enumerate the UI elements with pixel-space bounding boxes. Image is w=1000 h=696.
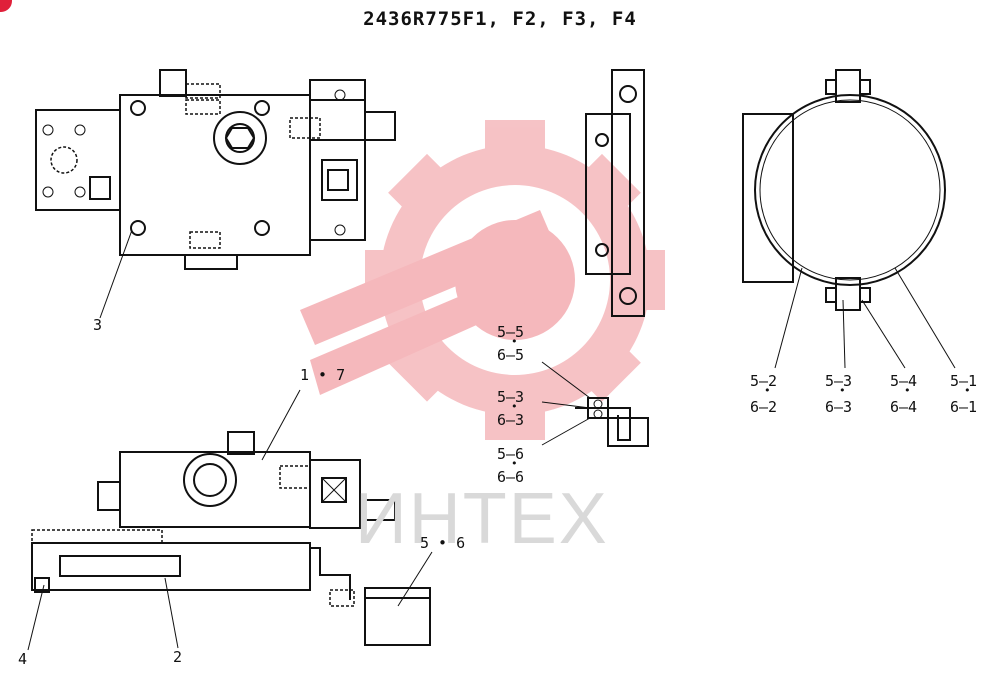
leader-5-6-mid — [541, 417, 591, 446]
leader-1-7 — [261, 389, 301, 461]
callout-5-4: 5—4 — [890, 372, 918, 390]
callout-5-5: 5—5 — [497, 323, 525, 341]
leader-2 — [164, 577, 179, 649]
callout-6-3-mid: 6—3 — [497, 411, 525, 429]
callout-6-5: 6—5 — [497, 346, 525, 364]
strap-bracket-view — [585, 69, 645, 317]
callout-5-1: 5—1 — [950, 372, 978, 390]
watermark-stripes — [300, 210, 555, 395]
callout-6-1: 6—1 — [950, 398, 978, 416]
leader-5-1 — [894, 267, 956, 369]
callout-dot: • — [511, 457, 518, 470]
valve-block-side-view — [31, 431, 431, 646]
leader-5-3-mid — [541, 401, 591, 409]
diagram-title: 2436R775F1, F2, F3, F4 — [363, 8, 637, 30]
callout-6-3-right: 6—3 — [825, 398, 853, 416]
leader-4 — [27, 584, 45, 651]
callout-dot: • — [904, 384, 911, 397]
callout-6-4: 6—4 — [890, 398, 918, 416]
callout-5-6: 5—6 — [497, 445, 525, 463]
callout-5-2: 5—2 — [750, 372, 778, 390]
callout-3: 3 — [93, 316, 103, 334]
callout-6-6: 6—6 — [497, 468, 525, 486]
callout-dot: • — [964, 384, 971, 397]
leader-5-6 — [397, 551, 433, 607]
callout-dot: • — [511, 335, 518, 348]
leader-3 — [99, 229, 133, 319]
callout-1-7: 1 • 7 — [300, 366, 346, 384]
callout-dot: • — [839, 384, 846, 397]
callout-5-6-bottom: 5 • 6 — [420, 534, 466, 552]
callout-dot: • — [511, 400, 518, 413]
callout-2: 2 — [173, 648, 183, 666]
callout-5-3-right: 5—3 — [825, 372, 853, 390]
leader-5-2 — [774, 267, 803, 369]
callout-6-2: 6—2 — [750, 398, 778, 416]
callout-5-3-mid: 5—3 — [497, 388, 525, 406]
watermark-text: ИНТЕХ — [355, 479, 609, 559]
leader-5-3-right — [842, 299, 846, 369]
leader-5-4 — [861, 299, 906, 369]
leader-5-5 — [541, 361, 591, 399]
valve-block-top-view — [35, 69, 396, 270]
callout-dot: • — [764, 384, 771, 397]
callout-4: 4 — [18, 650, 28, 668]
clamp-detail-view — [575, 397, 649, 447]
pipe-clamp-view — [742, 69, 946, 311]
